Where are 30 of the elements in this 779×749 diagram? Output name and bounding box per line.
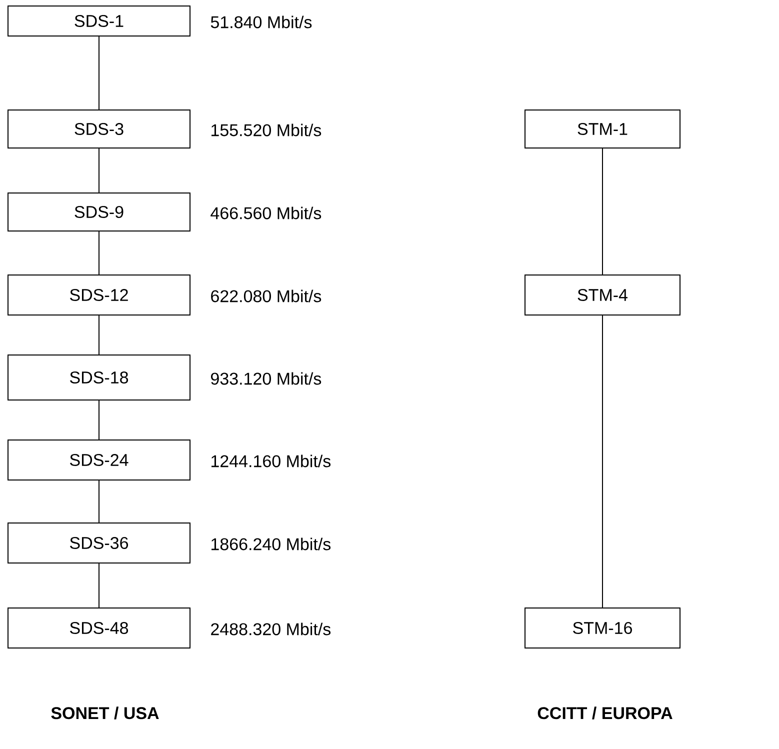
connector-line [98,480,100,523]
rate-label: 622.080 Mbit/s [211,290,322,302]
connector-line [98,400,100,440]
level-box: STM-4 [524,274,680,316]
rate-label: 933.120 Mbit/s [211,372,322,385]
level-box: STM-16 [524,608,680,648]
level-box: SDS-3 [8,110,190,148]
rate-label: 466.560 Mbit/s [210,206,322,220]
column-heading: CCITT / EUROPA [538,706,672,720]
rate-label: 1244.160 Mbit/s [212,454,331,468]
rate-label: 155.520 Mbit/s [212,124,322,136]
rate-label: 1866.240 Mbit/s [212,538,331,550]
rate-label: 51.840 Mbit/s [210,16,312,28]
level-box: SDS-9 [8,192,190,232]
connector-line [98,315,100,355]
connector-line [602,148,603,275]
level-box: SDS-1 [8,6,190,36]
level-box: SDS-36 [8,522,190,564]
connector-line [98,148,100,193]
connector-line [98,36,100,110]
rate-label: 2488.320 Mbit/s [211,622,331,636]
connector-line [98,231,100,275]
level-box: SDS-48 [8,608,190,648]
level-box: SDS-12 [8,274,190,316]
level-box: SDS-24 [8,440,190,480]
column-heading: SONET / USA [51,706,159,720]
level-box: SDS-18 [8,354,190,400]
level-box: STM-1 [524,110,680,148]
connector-line [602,315,603,608]
connector-line [98,563,100,608]
